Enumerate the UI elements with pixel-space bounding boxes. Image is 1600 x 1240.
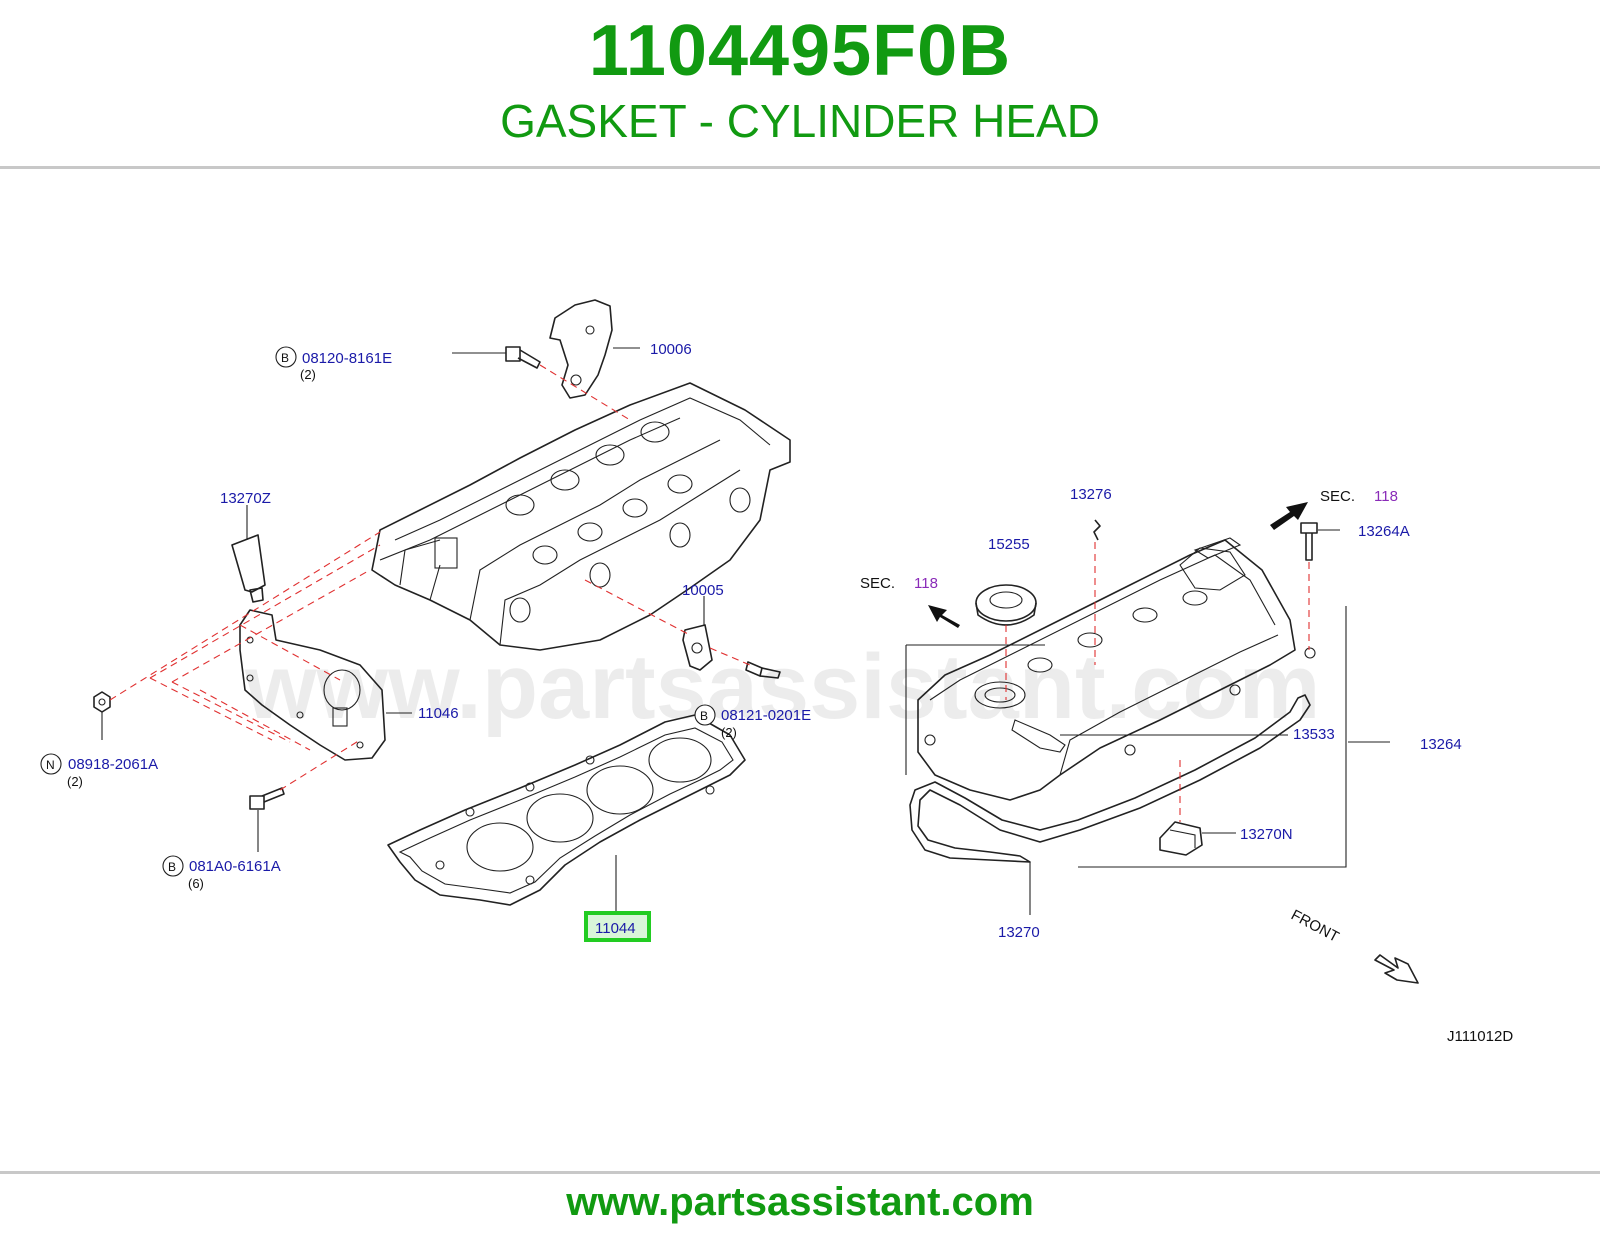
callout-081A0-qty: (6) bbox=[188, 876, 204, 891]
sec-label-right: SEC. bbox=[1320, 488, 1355, 505]
callout-081A0-prefix: B bbox=[168, 860, 176, 874]
front-label: FRONT bbox=[1288, 907, 1342, 946]
front-cover-11046-illustration bbox=[239, 609, 386, 761]
callout-081A0-6161A[interactable]: 081A0-6161A bbox=[189, 858, 281, 875]
part-number: 1104495F0B bbox=[588, 11, 1012, 91]
callout-08120-8161E[interactable]: 08120-8161E bbox=[302, 350, 392, 367]
callout-13270[interactable]: 13270 bbox=[998, 924, 1040, 941]
callout-08120-prefix: B bbox=[281, 351, 289, 365]
callout-15255[interactable]: 15255 bbox=[988, 536, 1030, 553]
rocker-cover-13264-illustration bbox=[917, 537, 1316, 801]
bracket-10006-illustration bbox=[549, 299, 613, 399]
callout-08918-prefix: N bbox=[46, 758, 55, 772]
watermark: www.partsassistant.com bbox=[244, 636, 1320, 738]
callout-13276[interactable]: 13276 bbox=[1070, 486, 1112, 503]
cylinder-head-illustration bbox=[371, 382, 791, 651]
leader-lines bbox=[101, 347, 1390, 915]
callout-10006[interactable]: 10006 bbox=[650, 341, 692, 358]
header-divider bbox=[0, 166, 1600, 169]
callout-08121-qty: (2) bbox=[721, 725, 737, 740]
nut-08918-illustration bbox=[93, 691, 111, 713]
callout-13270Z[interactable]: 13270Z bbox=[220, 490, 271, 507]
callout-08120-qty: (2) bbox=[300, 367, 316, 382]
baffle-13270N-illustration bbox=[1159, 821, 1203, 856]
callout-10005[interactable]: 10005 bbox=[682, 582, 724, 599]
callout-11044[interactable]: 11044 bbox=[595, 920, 636, 937]
clip-13276-illustration bbox=[1093, 519, 1101, 541]
callout-13264[interactable]: 13264 bbox=[1420, 736, 1462, 753]
bolt-08120-illustration bbox=[505, 346, 541, 369]
header: 1104495F0B GASKET - CYLINDER HEAD bbox=[0, 0, 1600, 168]
callout-13533[interactable]: 13533 bbox=[1293, 726, 1335, 743]
bracket-10005-illustration bbox=[682, 624, 713, 671]
footer-divider bbox=[0, 1171, 1600, 1174]
footer-url[interactable]: www.partsassistant.com bbox=[566, 1180, 1034, 1224]
front-arrow-icon bbox=[1374, 954, 1419, 984]
sec-arrow-left bbox=[928, 605, 960, 628]
callout-08918-prefix-circle bbox=[40, 753, 62, 775]
rocker-gasket-13270-illustration bbox=[909, 694, 1311, 863]
part-name: GASKET - CYLINDER HEAD bbox=[500, 95, 1100, 147]
callout-13264A[interactable]: 13264A bbox=[1358, 523, 1410, 540]
callout-08120-prefix-circle bbox=[275, 346, 297, 368]
highlight-box bbox=[584, 911, 651, 942]
sec-label-left: SEC. bbox=[860, 575, 895, 592]
callout-08918-qty: (2) bbox=[67, 774, 83, 789]
callout-081A0-prefix-circle bbox=[162, 855, 184, 877]
callout-08918-2061A[interactable]: 08918-2061A bbox=[68, 756, 158, 773]
oil-cap-15255-illustration bbox=[975, 584, 1037, 626]
callout-13270N[interactable]: 13270N bbox=[1240, 826, 1293, 843]
sec-arrow-right bbox=[1270, 502, 1308, 530]
head-gasket-11044-illustration bbox=[387, 714, 746, 906]
sec-number-left[interactable]: 118 bbox=[914, 575, 938, 592]
sealant-tube-13270Z-illustration bbox=[231, 534, 266, 603]
bolt-13264A-illustration bbox=[1300, 522, 1318, 561]
diagram-code: J111012D bbox=[1447, 1028, 1513, 1045]
bolt-08121-illustration bbox=[745, 661, 781, 679]
callout-08121-prefix-circle bbox=[694, 704, 716, 726]
assembly-bracket-13264 bbox=[905, 606, 1347, 868]
alignment-lines-right bbox=[1005, 542, 1310, 822]
sec-number-right[interactable]: 118 bbox=[1374, 488, 1398, 505]
callout-11046[interactable]: 11046 bbox=[418, 705, 459, 722]
bolt-081A0-illustration bbox=[249, 787, 285, 810]
callout-08121-prefix: B bbox=[700, 709, 708, 723]
alignment-lines-left bbox=[109, 364, 751, 791]
callout-08121-0201E[interactable]: 08121-0201E bbox=[721, 707, 811, 724]
